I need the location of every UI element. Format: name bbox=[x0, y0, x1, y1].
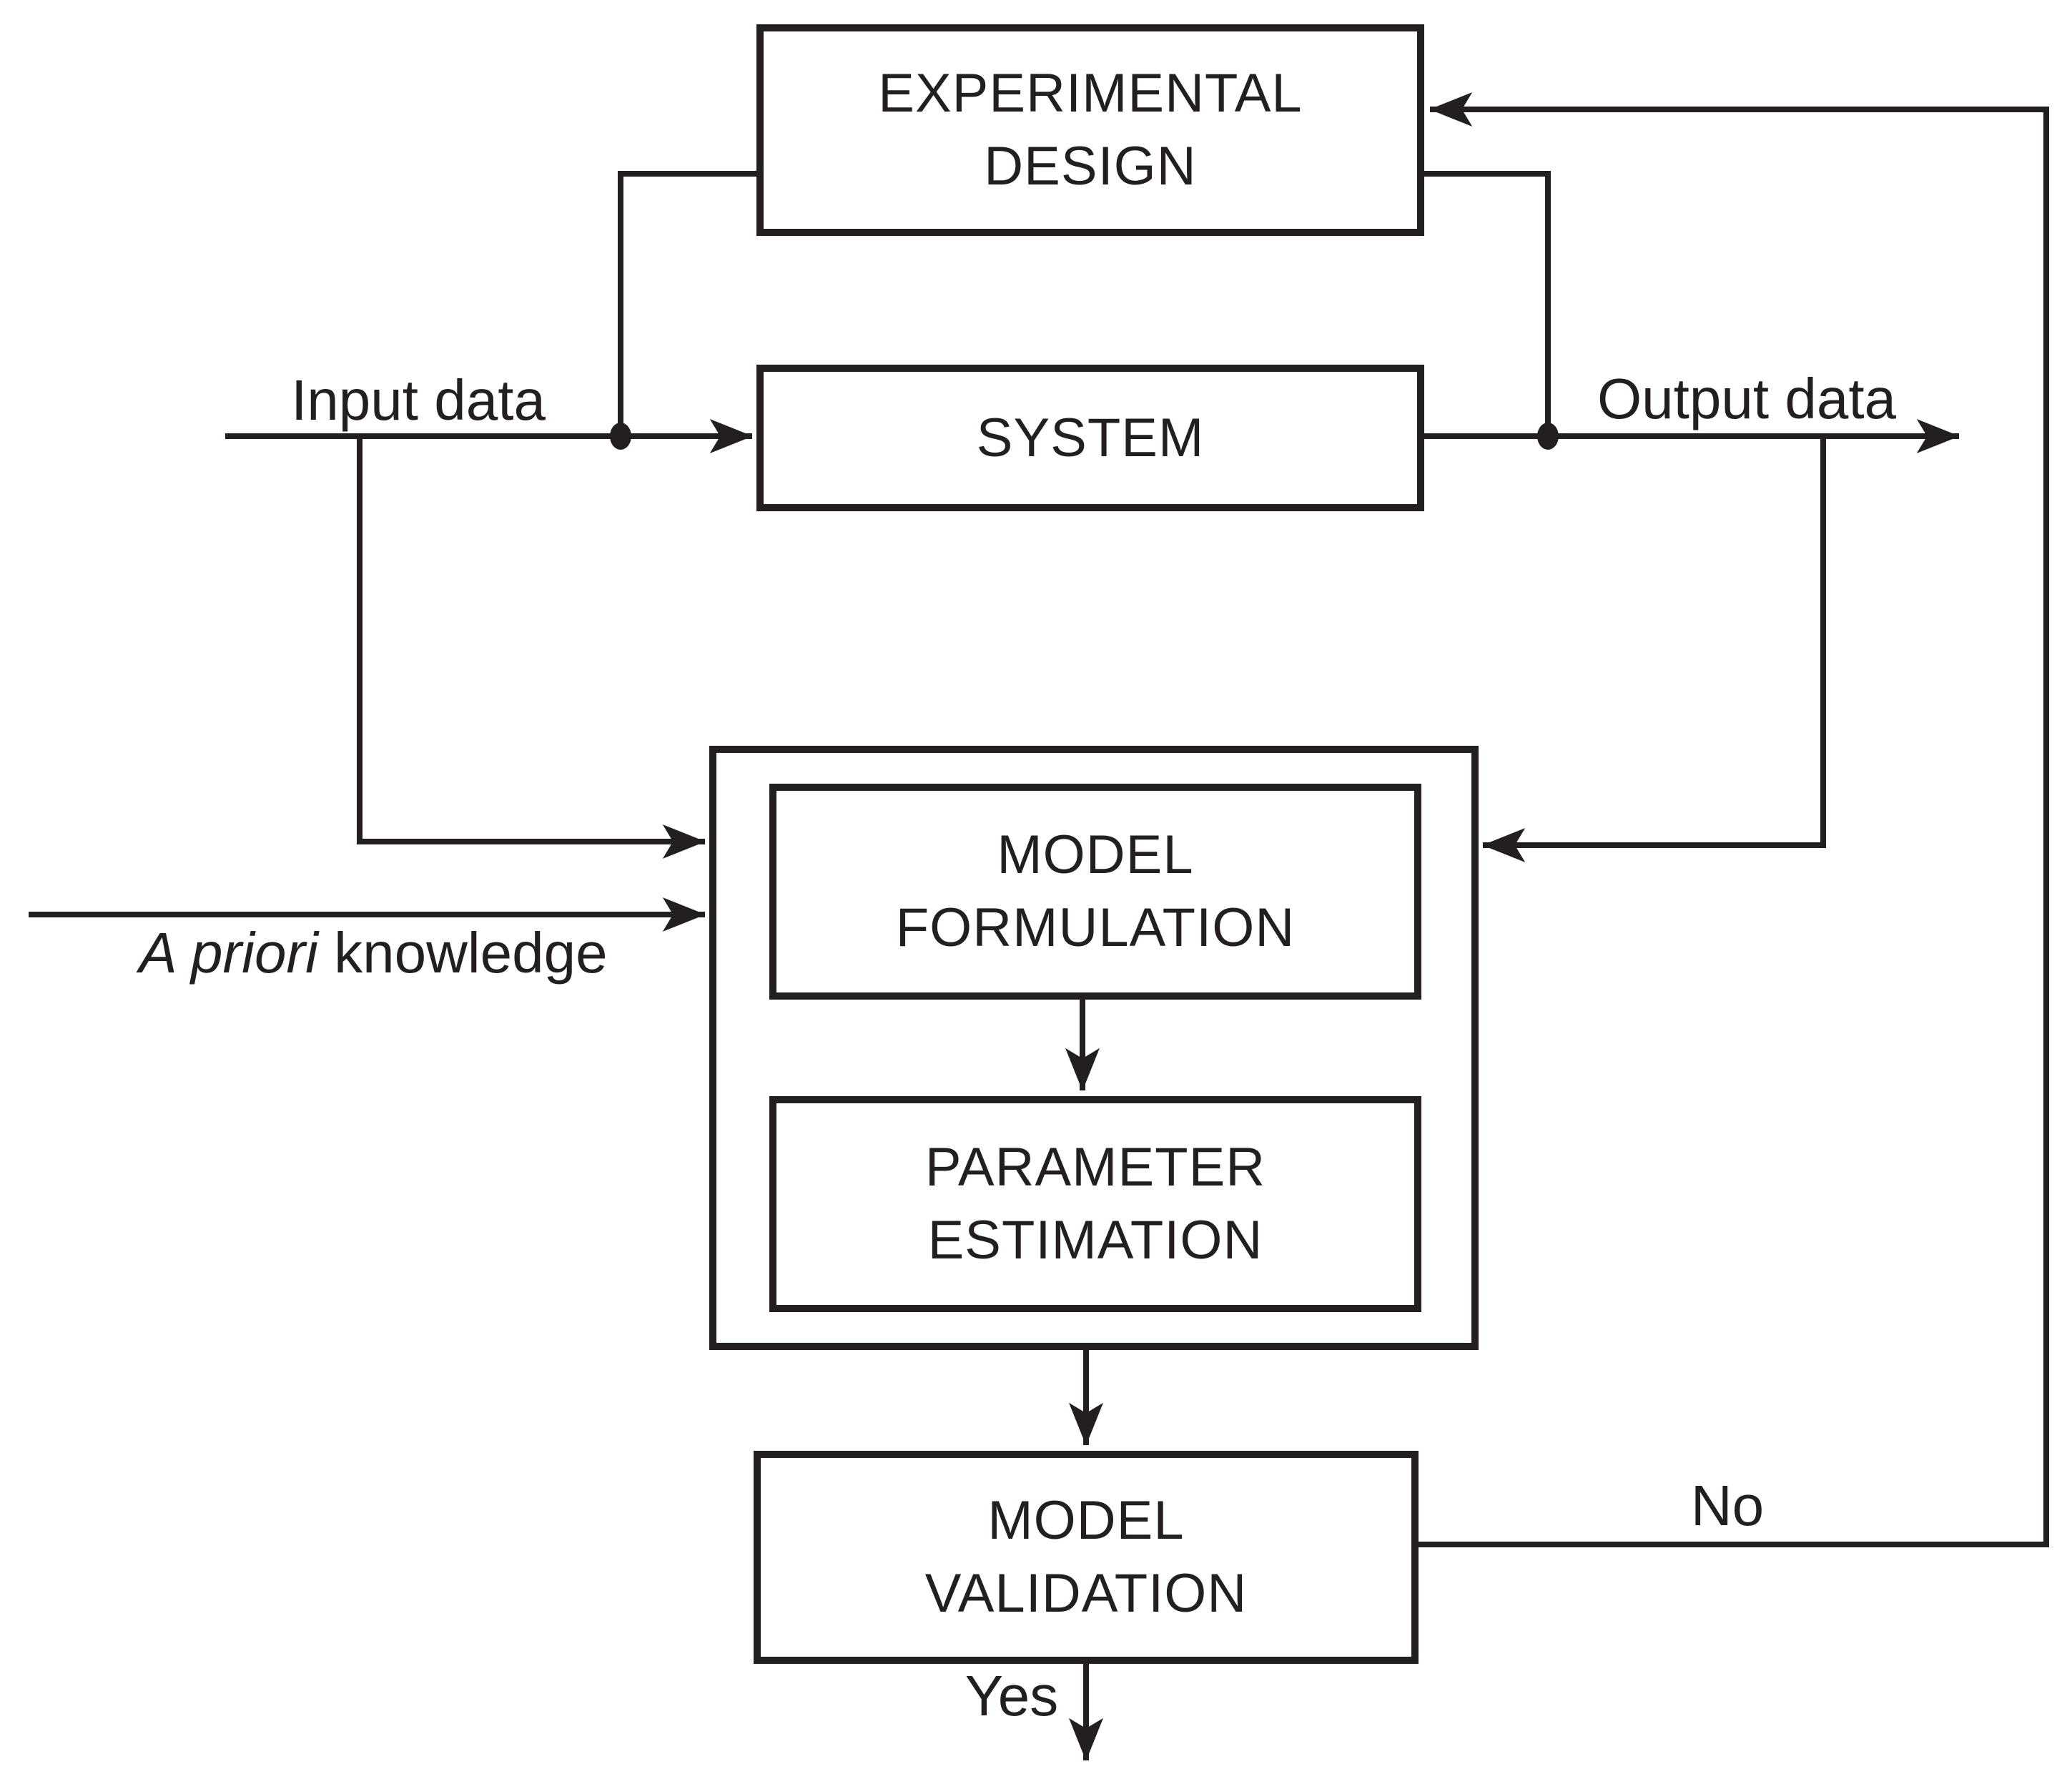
input-junction-dot bbox=[610, 423, 631, 450]
node-model-formulation: MODEL FORMULATION bbox=[769, 784, 1421, 1000]
label-a-priori-rest: knowledge bbox=[317, 921, 608, 985]
output-junction-dot bbox=[1537, 423, 1559, 450]
label-a-priori-italic: A priori bbox=[139, 921, 318, 985]
label-yes: Yes bbox=[965, 1664, 1059, 1728]
node-parameter-estimation-line2: ESTIMATION bbox=[927, 1210, 1263, 1271]
node-model-validation: MODEL VALIDATION bbox=[754, 1451, 1419, 1664]
model-group-box bbox=[709, 746, 1479, 1350]
label-input-data: Input data bbox=[291, 368, 546, 432]
label-a-priori-knowledge: A priori knowledge bbox=[139, 922, 607, 985]
wire-expdesign-to-input-junction bbox=[618, 171, 756, 436]
node-experimental-design-line2: DESIGN bbox=[984, 136, 1197, 197]
arrow-output-to-model-formulation bbox=[1482, 436, 1826, 862]
wire-expdesign-to-output-junction bbox=[1424, 171, 1551, 436]
node-experimental-design-line1: EXPERIMENTAL bbox=[878, 63, 1303, 124]
node-parameter-estimation-line1: PARAMETER bbox=[924, 1137, 1266, 1198]
label-no: No bbox=[1690, 1474, 1765, 1537]
arrow-validation-no-feedback bbox=[1419, 92, 2049, 1547]
node-model-validation-line2: VALIDATION bbox=[924, 1563, 1248, 1624]
node-system-line1: SYSTEM bbox=[976, 407, 1205, 468]
node-model-formulation-line1: MODEL bbox=[997, 824, 1194, 885]
arrow-input-to-model-formulation bbox=[357, 436, 706, 859]
label-output-data: Output data bbox=[1597, 367, 1897, 430]
node-parameter-estimation: PARAMETER ESTIMATION bbox=[769, 1096, 1421, 1312]
node-system: SYSTEM bbox=[756, 365, 1424, 511]
node-model-formulation-line2: FORMULATION bbox=[895, 897, 1296, 958]
node-model-validation-line1: MODEL bbox=[987, 1490, 1185, 1551]
node-experimental-design: EXPERIMENTAL DESIGN bbox=[756, 24, 1424, 236]
